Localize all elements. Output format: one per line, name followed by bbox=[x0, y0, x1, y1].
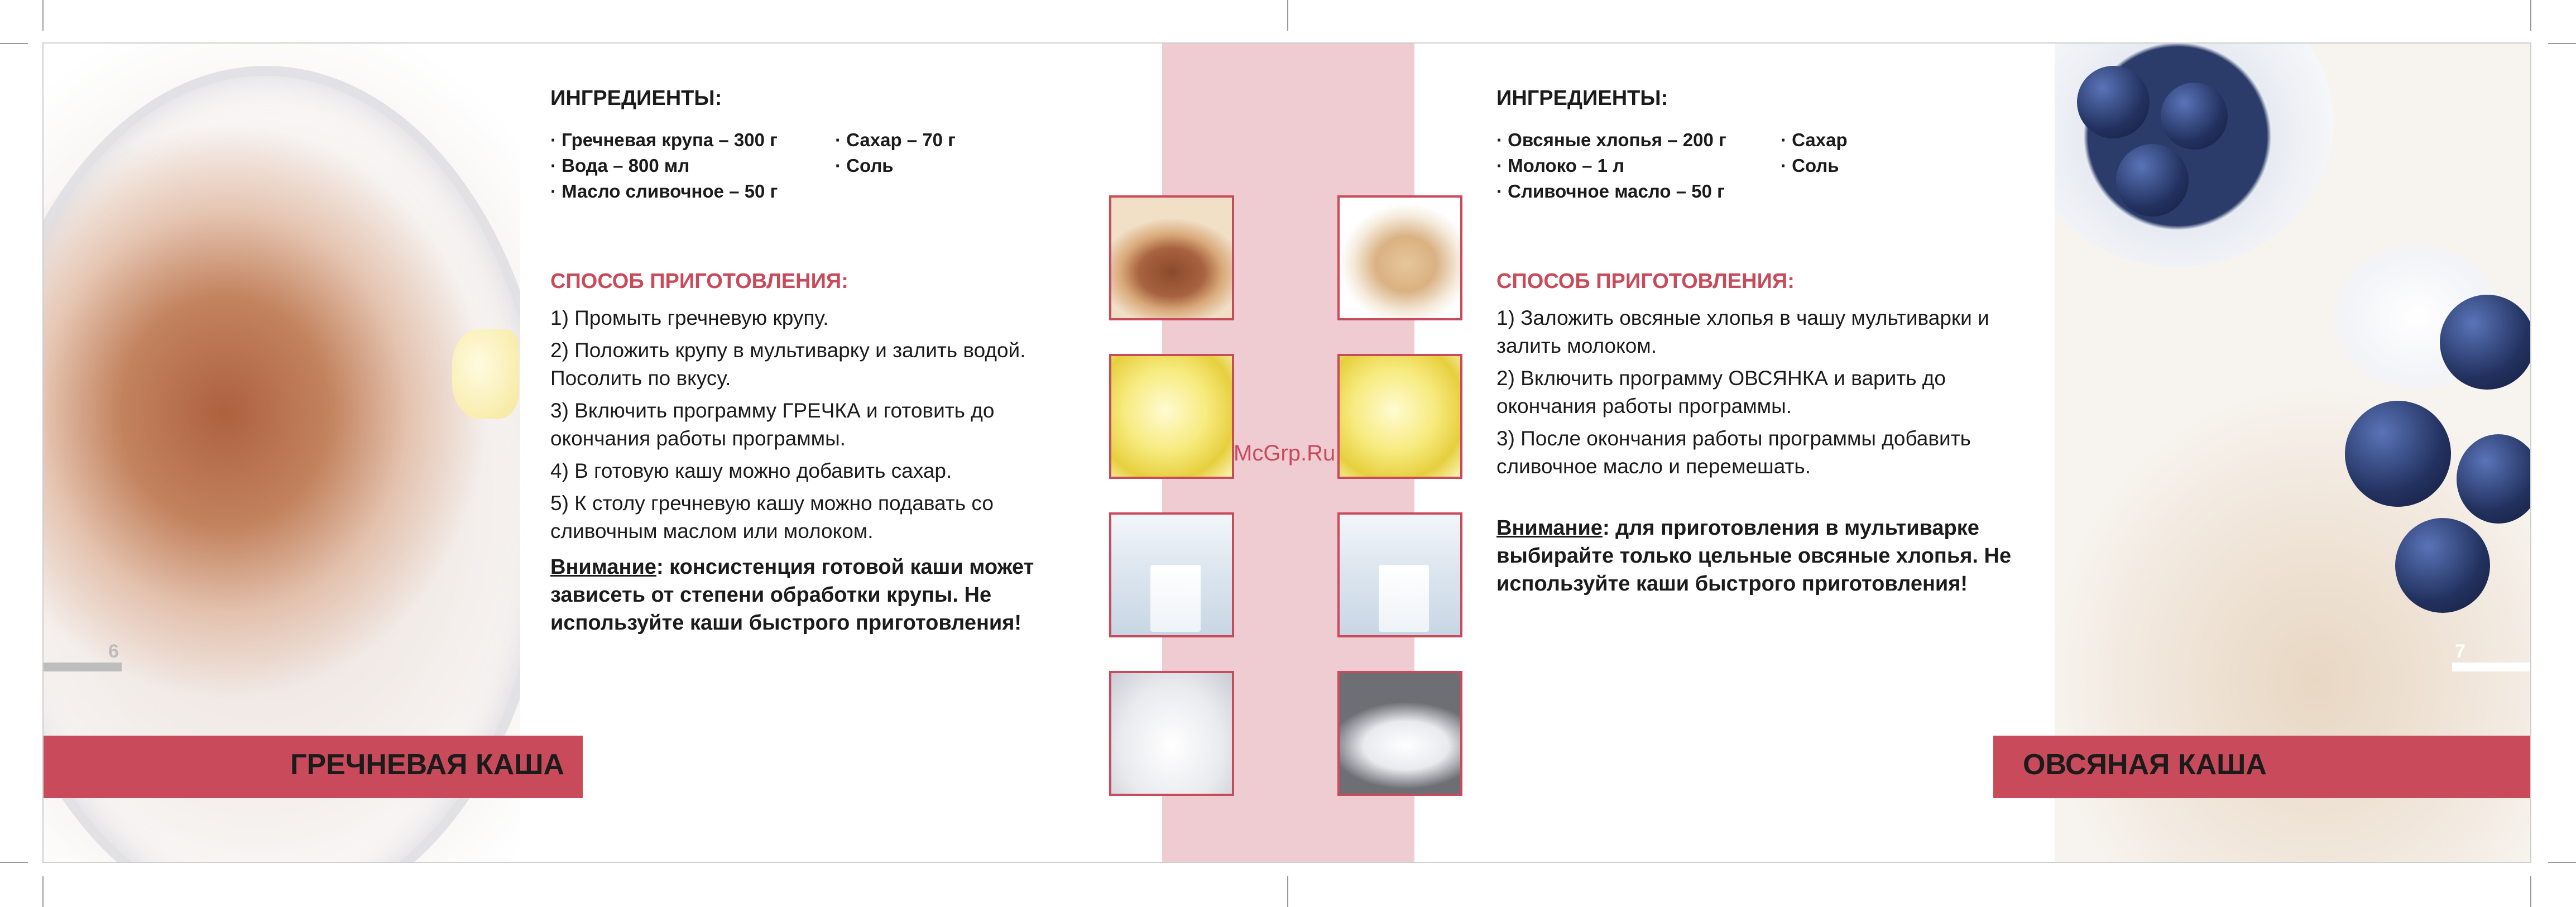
buckwheat-photo bbox=[44, 44, 520, 862]
ingredient-item: · Овсяные хлопья – 200 г bbox=[1496, 129, 1726, 150]
oatmeal-photo bbox=[2055, 44, 2530, 862]
method-step: 3) После окончания работы программы доба… bbox=[1496, 427, 1971, 478]
method-step: 1) Заложить овсяные хлопья в чашу мульти… bbox=[1496, 306, 1989, 357]
attention-label: Внимание bbox=[1496, 516, 1603, 540]
page-number: 6 bbox=[108, 641, 119, 662]
butter-piece-image bbox=[452, 329, 519, 419]
ingredient-item: · Сливочное масло – 50 г bbox=[1496, 181, 1725, 201]
crop-mark bbox=[2548, 862, 2576, 863]
ingredients-list: · Сахар · Соль bbox=[1781, 127, 1848, 179]
ingredient-item: · Сахар – 70 г bbox=[835, 129, 956, 150]
blueberry-image bbox=[2116, 144, 2189, 217]
ingredient-item: · Соль bbox=[1781, 155, 1839, 176]
attention-text: : для приготовления в мультиварке выбира… bbox=[1496, 516, 2012, 596]
butter-thumbnail bbox=[1337, 354, 1462, 479]
attention-label: Внимание bbox=[550, 555, 656, 579]
crop-mark bbox=[0, 862, 28, 863]
method-step: 1) Промыть гречневую крупу. bbox=[550, 306, 829, 329]
method-step: 4) В готовую кашу можно добавить сахар. bbox=[550, 459, 952, 482]
blueberry-image bbox=[2395, 518, 2490, 613]
buckwheat-thumbnail bbox=[1109, 195, 1234, 320]
recipe-title: ОВСЯНАЯ КАША bbox=[2023, 748, 2267, 781]
ingredient-item: · Вода – 800 мл bbox=[550, 155, 690, 176]
blueberry-image bbox=[2345, 401, 2451, 507]
crop-mark bbox=[42, 0, 44, 31]
attention-text: : консистенция готовой каши может зависе… bbox=[550, 555, 1034, 635]
ingredient-item: · Молоко – 1 л bbox=[1496, 155, 1625, 176]
crop-mark bbox=[42, 876, 44, 907]
method-steps: 1) Промыть гречневую крупу. 2) Положить … bbox=[550, 304, 1069, 637]
recipe-title-bar bbox=[1993, 736, 2530, 798]
recipe-title: ГРЕЧНЕВАЯ КАША bbox=[290, 748, 565, 781]
blueberry-image bbox=[2440, 295, 2530, 390]
milk-thumbnail bbox=[1109, 512, 1234, 637]
sugar-thumbnail bbox=[1337, 671, 1462, 796]
method-step: 3) Включить программу ГРЕЧКА и готовить … bbox=[550, 399, 995, 450]
crop-mark bbox=[2530, 876, 2531, 907]
blueberry-image bbox=[2161, 83, 2228, 150]
recipe-title-bar bbox=[44, 736, 583, 798]
method-step: 2) Положить крупу в мультиварку и залить… bbox=[550, 339, 1026, 390]
attention-note: Внимание: консистенция готовой каши може… bbox=[550, 553, 1069, 637]
crop-mark bbox=[2548, 43, 2576, 44]
blueberry-image bbox=[2457, 434, 2530, 524]
ingredients-list: · Овсяные хлопья – 200 г · Молоко – 1 л … bbox=[1496, 127, 1726, 204]
page-number-bar bbox=[44, 663, 122, 671]
crop-mark bbox=[2530, 0, 2531, 31]
ingredients-heading: ИНГРЕДИЕНТЫ: bbox=[550, 87, 722, 110]
blueberry-image bbox=[2077, 66, 2150, 138]
method-steps: 1) Заложить овсяные хлопья в чашу мульти… bbox=[1496, 304, 2032, 598]
crop-mark bbox=[0, 43, 28, 44]
milk-thumbnail bbox=[1337, 512, 1462, 637]
ingredients-heading: ИНГРЕДИЕНТЫ: bbox=[1496, 87, 1668, 110]
method-step: 2) Включить программу ОВСЯНКА и варить д… bbox=[1496, 367, 1946, 417]
crop-mark bbox=[1287, 0, 1288, 31]
ingredient-item: · Масло сливочное – 50 г bbox=[550, 181, 778, 201]
attention-note: Внимание: для приготовления в мультиварк… bbox=[1496, 514, 2032, 598]
butter-thumbnail bbox=[1109, 354, 1234, 479]
salt-thumbnail bbox=[1109, 671, 1234, 796]
ingredient-item: · Сахар bbox=[1781, 129, 1848, 150]
crop-mark bbox=[1287, 876, 1288, 907]
ingredient-item: · Соль bbox=[835, 155, 894, 176]
page-number-bar bbox=[2452, 663, 2530, 671]
ingredients-list: · Гречневая крупа – 300 г · Вода – 800 м… bbox=[550, 127, 778, 204]
page-number: 7 bbox=[2455, 641, 2465, 662]
ingredients-list: · Сахар – 70 г · Соль bbox=[835, 127, 956, 179]
watermark: McGrp.Ru bbox=[1234, 441, 1336, 466]
method-heading: СПОСОБ ПРИГОТОВЛЕНИЯ: bbox=[1496, 270, 1795, 293]
oat-flakes-thumbnail bbox=[1337, 195, 1462, 320]
method-heading: СПОСОБ ПРИГОТОВЛЕНИЯ: bbox=[550, 270, 848, 293]
method-step: 5) К столу гречневую кашу можно подавать… bbox=[550, 492, 994, 543]
ingredient-item: · Гречневая крупа – 300 г bbox=[550, 129, 778, 150]
